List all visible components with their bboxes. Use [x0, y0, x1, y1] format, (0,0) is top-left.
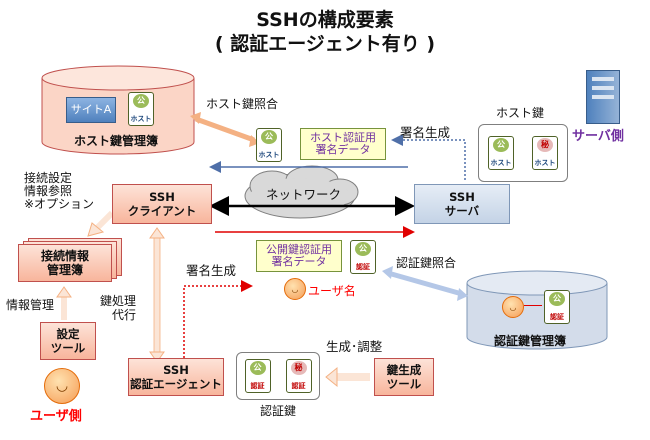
info-mgmt-label: 情報管理: [6, 298, 55, 312]
ssh-client-box: SSH クライアント: [112, 184, 212, 224]
site-a-box: サイトA: [66, 97, 116, 123]
key-proc-label: 鍵処理 代行: [100, 294, 137, 322]
host-db-cylinder: [41, 65, 195, 155]
host-cert-data: ホスト認証用 署名データ: [300, 128, 386, 160]
auth-db-label: 認証鍵管理簿: [494, 334, 567, 348]
host-db-label: ホスト鍵管理簿: [74, 134, 159, 148]
ssh-server-box: SSH サーバ: [414, 184, 510, 224]
host-key-sec-icon: 秘ホスト: [532, 136, 558, 170]
user-side-label: ユーザ側: [30, 409, 82, 424]
host-key-pub-icon: 公ホスト: [488, 136, 514, 170]
client-sign-gen-label: 署名生成: [186, 263, 237, 278]
conn-setting-label: 接続設定 情報参照 ※オプション: [24, 171, 95, 211]
server-sign-gen-label: 署名生成: [400, 125, 451, 140]
conn-info-box: 接続情報 管理簿: [18, 244, 112, 282]
auth-key-sec-icon: 秘認証: [285, 359, 312, 393]
server-icon: [586, 70, 620, 124]
auth-key-compare-label: 認証鍵照合: [396, 256, 457, 270]
user-auth-cert-icon: 公認証: [350, 240, 376, 274]
auth-key-group: 公認証 秘認証: [236, 352, 320, 400]
host-key-label: ホスト鍵: [496, 106, 545, 120]
diagram-title: SSHの構成要素: [256, 9, 394, 31]
key-proc-arrow: [149, 227, 165, 363]
host-pub-cert-icon: 公ホスト: [256, 128, 282, 162]
host-key-group: 公ホスト 秘ホスト: [478, 124, 568, 182]
host-key-compare-label: ホスト鍵照合: [206, 97, 279, 111]
server-sign-path: [391, 134, 466, 180]
auth-key-label: 認証鍵: [260, 404, 297, 418]
auth-db-smiley-icon: ◡: [502, 296, 524, 318]
keygen-tool-box: 鍵生成 ツール: [374, 358, 434, 396]
diagram-subtitle: ( 認証エージェント有り ): [214, 33, 436, 55]
user-name-smiley-icon: ◡: [284, 278, 306, 300]
setting-tool-box: 設定 ツール: [40, 322, 96, 360]
auth-db-cylinder: [466, 270, 608, 350]
auth-db-cert-icon: 公認証: [544, 290, 570, 324]
auth-key-compare-arrow: [382, 266, 468, 301]
host-db-cert-icon: 公ホスト: [128, 92, 154, 126]
conn-setting-arrow: [87, 210, 115, 237]
ssh-agent-box: SSH 認証エージェント: [128, 358, 224, 396]
pub-cert-data: 公開鍵認証用 署名データ: [256, 240, 342, 272]
auth-key-pub-icon: 公認証: [244, 359, 271, 393]
agent-sign-path: [183, 280, 253, 358]
conn-info-stack: 接続情報 管理簿: [18, 238, 122, 282]
info-mgmt-arrow: [56, 286, 72, 320]
gen-adjust-label: 生成･調整: [326, 339, 383, 354]
server-side-label: サーバ側: [572, 129, 624, 144]
network-label: ネットワーク: [266, 187, 342, 202]
user-smiley-icon: ◡: [44, 368, 80, 404]
gen-adjust-arrow: [325, 366, 370, 388]
auth-db-link: [524, 305, 542, 306]
user-name-label: ユーザ名: [308, 284, 356, 298]
host-key-compare-arrow: [190, 112, 260, 147]
